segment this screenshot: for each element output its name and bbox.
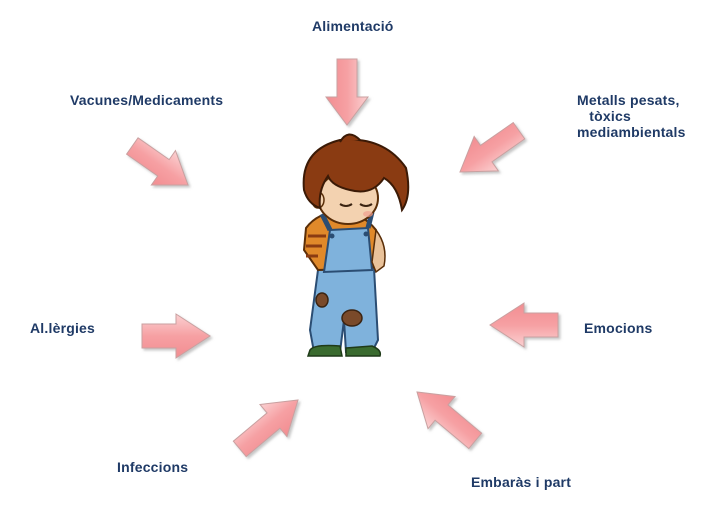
- arrow-vacunes: [125, 137, 189, 186]
- label-embaras-part: Embaràs i part: [471, 474, 572, 490]
- arrow-infeccions: [232, 399, 299, 458]
- label-alimentacio: Alimentació: [312, 18, 394, 34]
- arrow-metalls: [459, 121, 526, 173]
- label-infeccions: Infeccions: [117, 459, 189, 475]
- arrow-emocions: [489, 302, 559, 348]
- label-allergies: Al.lèrgies: [30, 320, 96, 336]
- label-metalls-toxics: Metalls pesats, tòxics mediambientals: [577, 92, 686, 140]
- arrow-allergies: [141, 313, 211, 359]
- child-illustration: [302, 133, 410, 357]
- arrow-alimentacio: [325, 58, 369, 126]
- label-emocions: Emocions: [584, 320, 653, 336]
- label-vacunes-medicaments: Vacunes/Medicaments: [70, 92, 224, 108]
- arrow-embaras: [416, 391, 483, 450]
